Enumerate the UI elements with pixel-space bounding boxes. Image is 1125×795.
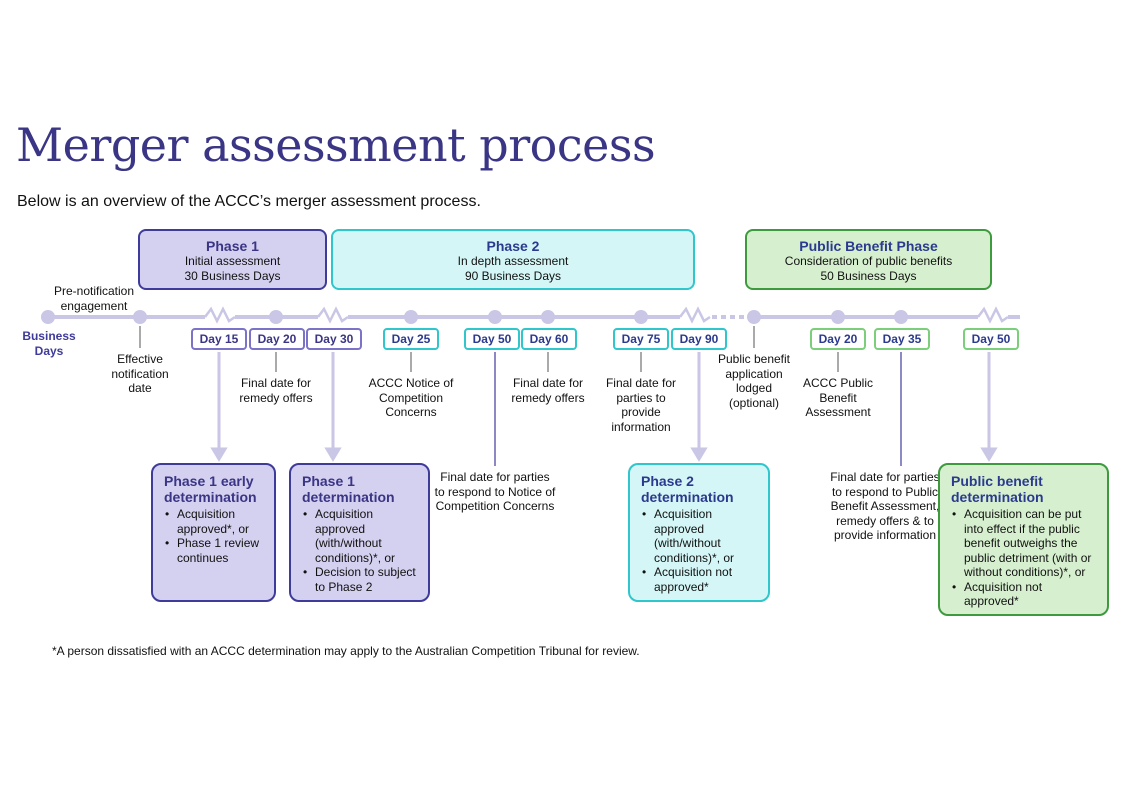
determination-title: Phase 1 determination [302, 473, 395, 505]
determination-title: Phase 2 determination [641, 473, 734, 505]
note-p2-final-remedy: Final date for remedy offers [511, 376, 585, 405]
arrow-head [980, 447, 998, 462]
note-respond-public-benefit: Final date for parties to respond to Pub… [830, 470, 940, 542]
determination-list: Acquisition can be put into effect if th… [951, 507, 1097, 609]
determination-list: Acquisition approved (with/without condi… [302, 507, 418, 594]
phase-2-box: Phase 2 In depth assessment 90 Business … [331, 229, 695, 290]
note-p1-final-remedy: Final date for remedy offers [239, 376, 313, 405]
timeline-dot [404, 310, 418, 324]
timeline-dot [634, 310, 648, 324]
note-provide-information: Final date for parties to provide inform… [605, 376, 677, 434]
phase-line: Initial assessment [184, 254, 281, 268]
phase-2-determination-box: Phase 2 determination Acquisition approv… [628, 463, 770, 602]
phase-line: In depth assessment [457, 254, 569, 268]
day-box: Day 60 [521, 328, 577, 350]
arrow-head [210, 447, 228, 462]
determination-bullet: Acquisition approved (with/without condi… [642, 507, 758, 565]
day-box: Day 50 [963, 328, 1019, 350]
day-box: Day 50 [464, 328, 520, 350]
day-box: Day 75 [613, 328, 669, 350]
timeline-dot [747, 310, 761, 324]
day-box: Day 25 [383, 328, 439, 350]
timeline-dot [133, 310, 147, 324]
determination-list: Acquisition approved*, or Phase 1 review… [164, 507, 264, 565]
timeline-break [204, 306, 236, 324]
timeline-break [317, 306, 349, 324]
page-subtitle: Below is an overview of the ACCC’s merge… [17, 193, 481, 210]
timeline-dot [831, 310, 845, 324]
determination-bullet: Acquisition approved (with/without condi… [303, 507, 418, 565]
timeline-label: Business Days [22, 329, 76, 358]
phase-1-box: Phase 1 Initial assessment 30 Business D… [138, 229, 327, 290]
determination-bullet: Decision to subject to Phase 2 [303, 565, 418, 594]
phase-line: 30 Business Days [184, 269, 281, 283]
timeline-break [977, 306, 1009, 324]
determination-title: Public benefit determination [951, 473, 1044, 505]
public-benefit-phase-box: Public Benefit Phase Consideration of pu… [745, 229, 992, 290]
day-box: Day 20 [810, 328, 866, 350]
note-respond-notice: Final date for parties to respond to Not… [434, 470, 556, 513]
note-effective-notification: Effective notification date [111, 352, 169, 395]
arrow-head [324, 447, 342, 462]
footnote: *A person dissatisfied with an ACCC dete… [52, 644, 640, 658]
day-box: Day 20 [249, 328, 305, 350]
note-pre-notification: Pre-notification engagement [53, 284, 135, 313]
phase-title: Public Benefit Phase [799, 238, 938, 254]
determination-list: Acquisition approved (with/without condi… [641, 507, 758, 594]
timeline-break [679, 306, 711, 324]
arrow-head [690, 447, 708, 462]
phase-title: Phase 1 [206, 238, 259, 254]
note-notice-competition: ACCC Notice of Competition Concerns [368, 376, 454, 419]
determination-bullet: Acquisition approved*, or [165, 507, 264, 536]
timeline-dot [894, 310, 908, 324]
phase-line: 90 Business Days [464, 269, 562, 283]
day-box: Day 35 [874, 328, 930, 350]
note-public-benefit-application: Public benefit application lodged (optio… [717, 352, 791, 410]
timeline-dot [488, 310, 502, 324]
timeline-dot [269, 310, 283, 324]
public-benefit-determination-box: Public benefit determination Acquisition… [938, 463, 1109, 616]
day-box: Day 30 [306, 328, 362, 350]
timeline-dot [541, 310, 555, 324]
day-box: Day 90 [671, 328, 727, 350]
determination-bullet: Acquisition can be put into effect if th… [952, 507, 1097, 580]
determination-bullet: Phase 1 review continues [165, 536, 264, 565]
phase-line: 50 Business Days [820, 269, 917, 283]
phase-line: Consideration of public benefits [784, 254, 953, 268]
determination-bullet: Acquisition not approved* [952, 580, 1097, 609]
determination-title: Phase 1 early determination [164, 473, 257, 505]
note-public-benefit-assessment: ACCC Public Benefit Assessment [802, 376, 874, 419]
day-box: Day 15 [191, 328, 247, 350]
phase-1-early-determination-box: Phase 1 early determination Acquisition … [151, 463, 276, 602]
phase-title: Phase 2 [486, 238, 540, 254]
page-title: Merger assessment process [16, 118, 656, 172]
timeline-dot [41, 310, 55, 324]
phase-1-determination-box: Phase 1 determination Acquisition approv… [289, 463, 430, 602]
determination-bullet: Acquisition not approved* [642, 565, 758, 594]
